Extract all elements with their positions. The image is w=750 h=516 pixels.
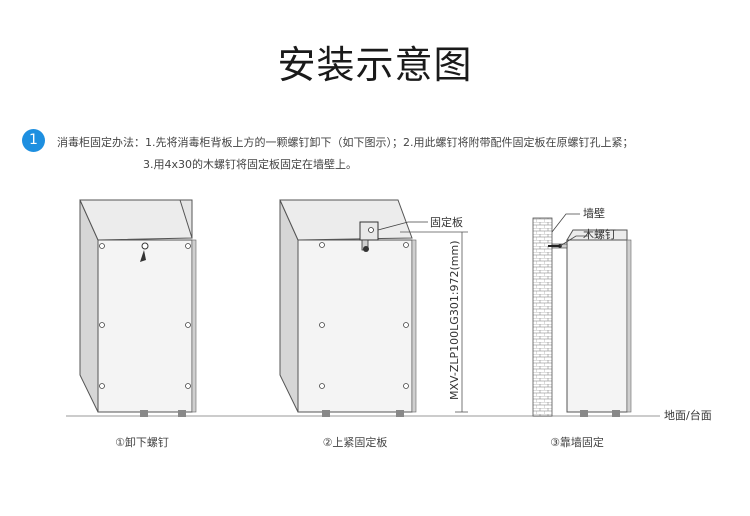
cabinet-3 [548, 213, 632, 417]
instruction-line-2: 3.用4x30的木螺钉将固定板固定在墙壁上。 [143, 158, 357, 171]
wood-screw-label: 木螺钉 [583, 228, 616, 241]
instruction-line-1: 消毒柜固定办法：1.先将消毒柜背板上方的一颗螺钉卸下（如下图示）；2.用此螺钉将… [57, 136, 634, 149]
caption-step-3: ③靠墙固定 [550, 435, 604, 449]
step-number-badge: 1 [22, 129, 45, 152]
wall-brick [532, 217, 553, 417]
cabinet-1 [79, 199, 197, 417]
floor-label: 地面/台面 [664, 408, 712, 422]
wall-label: 墙壁 [583, 206, 605, 220]
fixing-plate-icon [359, 221, 379, 252]
page-title: 安装示意图 [277, 43, 473, 87]
fixing-plate-label: 固定板 [430, 215, 463, 229]
cabinet-2 [279, 199, 468, 417]
dimension-label: MXV-ZLP100LG301:972(mm) [448, 240, 461, 400]
caption-step-1: ①卸下螺钉 [115, 435, 169, 449]
caption-step-2: ②上紧固定板 [323, 435, 388, 449]
screw-icon [99, 242, 191, 389]
